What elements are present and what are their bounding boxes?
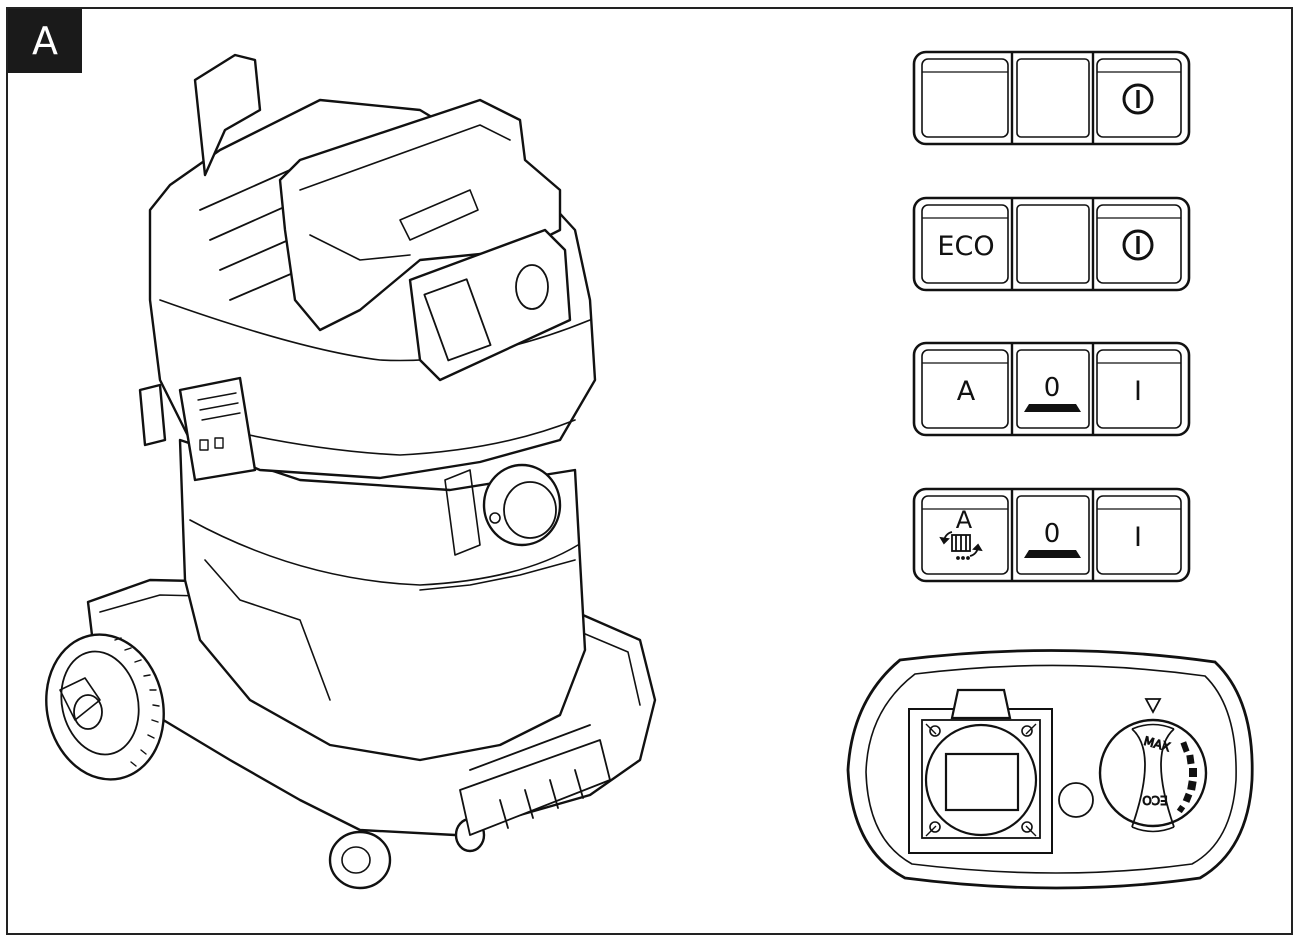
on-label: I — [1134, 522, 1142, 553]
rotating-filter-icon — [939, 531, 983, 560]
switch-panel-1 — [912, 50, 1191, 146]
dust-container — [178, 438, 587, 762]
dial-eco-label: ECO — [1142, 793, 1167, 807]
switch-panel-4: A 0 I — [912, 487, 1191, 583]
auto-label: A — [956, 506, 973, 534]
auto-label: A — [957, 376, 976, 407]
power-icon — [1122, 83, 1154, 115]
indicator-lamp — [1058, 782, 1094, 818]
head-socket-panel — [408, 228, 572, 382]
front-grip — [459, 724, 611, 836]
rocker-mark-icon — [1024, 550, 1081, 558]
side-knob — [482, 463, 562, 547]
level-scale-icon — [1176, 741, 1197, 814]
carry-handle — [193, 53, 262, 177]
suction-dial: MAX ECO — [1098, 698, 1208, 833]
figure-label: A — [8, 9, 82, 73]
front-caster — [328, 830, 392, 890]
power-icon — [1122, 229, 1154, 261]
switch-panel-3: A 0 I — [912, 341, 1191, 437]
rear-wheel — [45, 633, 165, 781]
off-label: 0 — [1044, 373, 1061, 403]
on-label: I — [1134, 376, 1142, 407]
vacuum-cleaner-illustration — [45, 53, 657, 890]
off-label: 0 — [1044, 519, 1061, 549]
triangle-marker-icon — [1144, 698, 1162, 714]
figure-frame — [6, 7, 1293, 935]
rocker-mark-icon — [1024, 404, 1081, 412]
control-panel: MAX ECO — [846, 649, 1254, 890]
eco-label: ECO — [937, 231, 994, 262]
switch-panel-2: ECO — [912, 196, 1191, 292]
power-socket — [908, 688, 1053, 854]
